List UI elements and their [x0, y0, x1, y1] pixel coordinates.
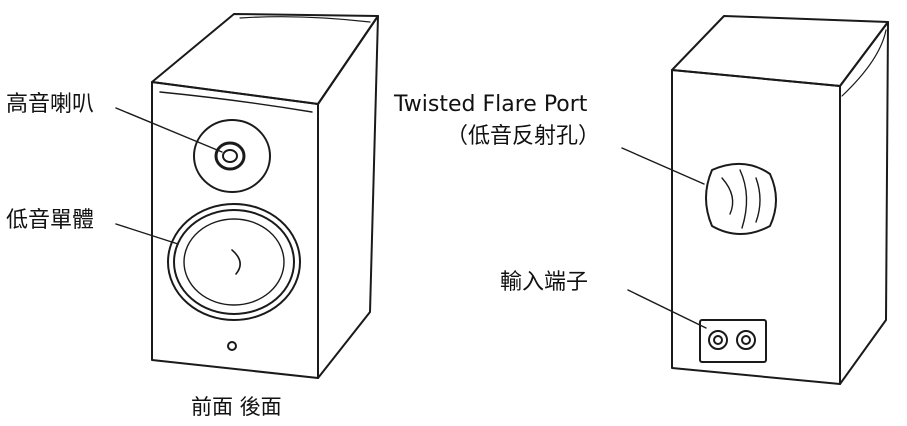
back-speaker-top	[671, 15, 889, 87]
input-terminal-label: 輸入端子	[500, 270, 589, 295]
tweeter-label: 高音喇叭	[6, 92, 95, 117]
tweeter-icon	[193, 119, 271, 193]
twisted-flare-port-icon	[705, 163, 777, 235]
front-speaker-face	[151, 81, 319, 379]
back-speaker-face	[671, 69, 841, 385]
view-caption: 前面 後面	[191, 395, 282, 419]
woofer-icon	[167, 203, 301, 321]
front-speaker-top	[151, 13, 379, 105]
port-label-en: Twisted Flare Port	[394, 92, 588, 117]
back-speaker	[621, 15, 889, 385]
input-terminals-icon	[699, 319, 767, 363]
front-speaker	[115, 13, 379, 379]
port-leader	[621, 147, 705, 185]
woofer-label: 低音單體	[6, 208, 95, 233]
port-label-zh: （低音反射孔）	[446, 124, 601, 149]
input-leader	[627, 289, 707, 329]
front-speaker-side	[317, 15, 379, 379]
tweeter-leader	[115, 107, 223, 153]
power-led-icon	[227, 341, 237, 351]
back-speaker-side	[839, 21, 889, 385]
woofer-leader	[115, 223, 179, 245]
